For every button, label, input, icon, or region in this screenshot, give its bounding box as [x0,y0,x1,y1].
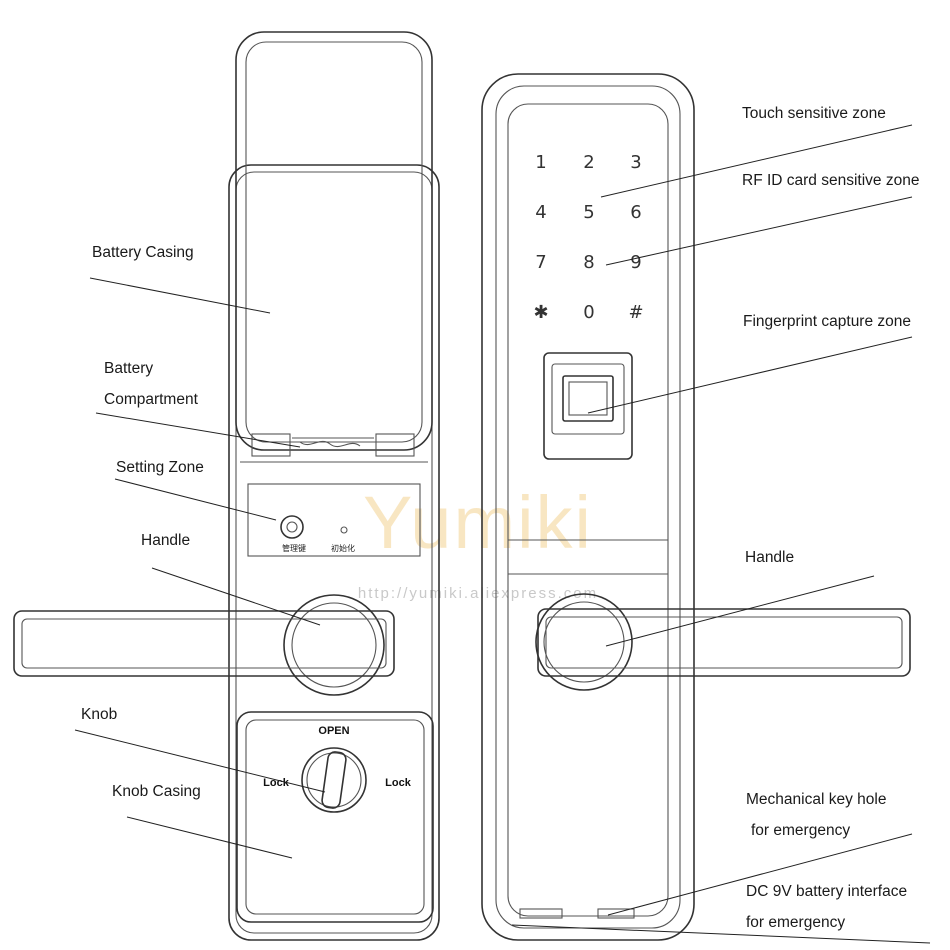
setting-zone-plate [247,483,421,557]
label-key-hole-1: Mechanical key hole [746,791,886,808]
left-handle-rosette [283,594,385,696]
key-4[interactable]: 4 [535,202,546,223]
left-handle-lever[interactable] [13,610,395,677]
exterior-lock-panel: 1 2 3 4 5 6 7 8 9 ✱ 0 # [481,73,911,941]
label-fingerprint-zone: Fingerprint capture zone [743,313,911,330]
knob-casing [236,711,434,923]
setting-zone: 管理键 初始化 [247,483,421,557]
battery-casing-inner [245,41,423,443]
key-1[interactable]: 1 [535,152,546,173]
label-battery-compartment-1: Battery [104,360,153,377]
setting-button-caption: 管理键 [282,543,306,553]
dc-9v-interface [597,908,635,919]
key-2[interactable]: 2 [583,152,594,173]
exterior-body-outline [481,73,695,941]
label-touch-zone: Touch sensitive zone [742,105,886,122]
knob[interactable] [301,747,367,813]
label-dc-2: for emergency [746,914,845,931]
fingerprint-sensor[interactable] [543,352,633,460]
reset-caption: 初始化 [331,543,355,553]
left-handle-lever-inner [21,618,387,669]
battery-casing [235,31,433,451]
knob-open-text: OPEN [318,725,349,737]
setting-button[interactable] [280,515,304,539]
interior-body-outline [228,164,440,941]
key-star[interactable]: ✱ [533,302,548,323]
label-handle-left: Handle [141,532,190,549]
label-rfid-zone: RF ID card sensitive zone [742,172,919,189]
watermark-brand: Yumiki [363,481,593,564]
key-hash[interactable]: # [628,302,643,323]
label-knob: Knob [81,706,117,723]
label-battery-casing: Battery Casing [92,244,194,261]
key-6[interactable]: 6 [630,202,641,223]
key-7[interactable]: 7 [535,252,546,273]
mechanical-key-hole [519,908,563,919]
knob-lock-left-text: Lock [263,777,290,789]
label-battery-compartment-2: Compartment [104,391,199,408]
label-dc-1: DC 9V battery interface [746,883,907,900]
label-setting-zone: Setting Zone [116,459,204,476]
label-handle-right: Handle [745,549,794,566]
key-9[interactable]: 9 [630,252,641,273]
interior-lock-panel: 管理键 初始化 OPEN Lock Lock [13,31,440,941]
right-labels: Touch sensitive zone RF ID card sensitiv… [742,105,919,931]
label-knob-casing: Knob Casing [112,783,201,800]
battery-compartment [240,433,428,463]
key-5[interactable]: 5 [583,202,594,223]
watermark-url: http://yumiki.aliexpress.com [358,585,598,602]
leader-lines [74,124,931,944]
key-0[interactable]: 0 [583,302,594,323]
reset-pinhole[interactable] [340,526,348,534]
right-handle-rosette [535,593,633,691]
knob-lock-right-text: Lock [385,777,412,789]
label-key-hole-2: for emergency [751,822,850,839]
right-handle-lever[interactable] [537,608,911,677]
left-labels: Battery Casing Battery Compartment Setti… [81,244,204,800]
key-8[interactable]: 8 [583,252,594,273]
interior-body-inner [235,171,433,934]
exterior-faceplate [507,103,669,917]
key-3[interactable]: 3 [630,152,641,173]
keypad: 1 2 3 4 5 6 7 8 9 ✱ 0 # [533,152,643,323]
